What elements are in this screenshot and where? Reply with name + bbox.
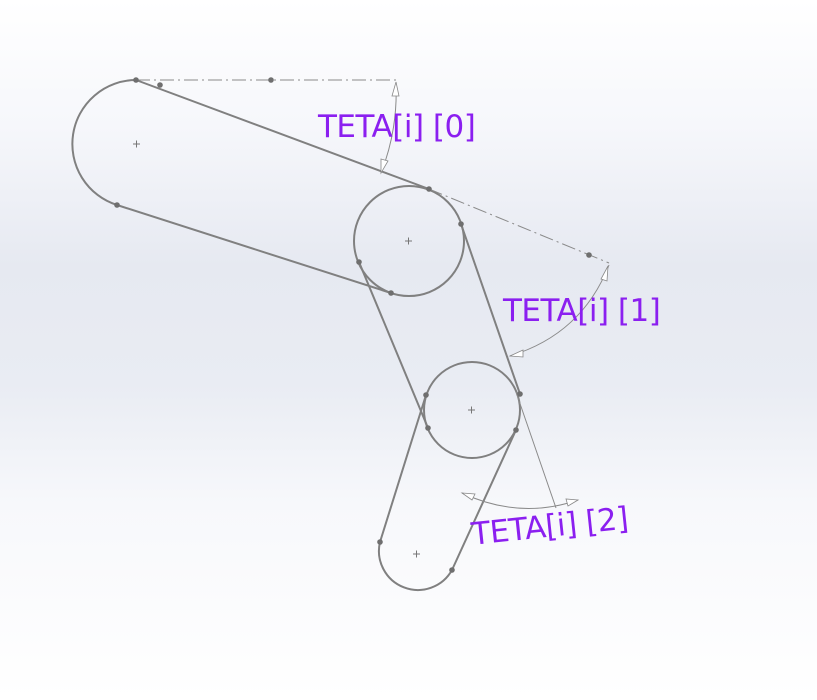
arrowhead-teta2-left — [460, 492, 476, 501]
center-mark-joint2 — [468, 406, 475, 414]
joint-circle-2[interactable] — [423, 361, 521, 459]
center-mark-joint1 — [405, 237, 412, 245]
sketch-point[interactable] — [458, 221, 464, 227]
sketch-point[interactable] — [133, 77, 139, 83]
center-mark-link0 — [133, 140, 140, 148]
sketch-point[interactable] — [114, 202, 120, 208]
link-1-outline[interactable] — [358, 223, 521, 429]
arrowhead-teta2-right — [565, 498, 580, 507]
angle-arc-teta1 — [509, 264, 610, 357]
angle-arc-teta2 — [461, 492, 579, 510]
arrowhead-teta0-top — [391, 81, 400, 97]
sketch-point[interactable] — [586, 252, 592, 258]
dimension-label-teta1[interactable]: TETA[i] [1] — [503, 293, 661, 329]
sketch-point[interactable] — [425, 425, 431, 431]
sketch-point[interactable] — [513, 427, 519, 433]
link-0-outline[interactable] — [71, 79, 430, 294]
arrowhead-teta1-bottom — [508, 349, 524, 358]
reference-line-link1-extension — [515, 391, 557, 509]
arrowhead-teta1-top — [600, 265, 609, 282]
sketch-point[interactable] — [377, 539, 383, 545]
sketch-point[interactable] — [356, 259, 362, 265]
sketch-point[interactable] — [423, 392, 429, 398]
sketch-point[interactable] — [268, 77, 274, 83]
arrowhead-teta0-bottom — [380, 158, 389, 175]
sketch-point[interactable] — [157, 82, 163, 88]
joint-circle-1[interactable] — [353, 185, 465, 297]
reference-line-link0-extension — [428, 188, 610, 264]
link-2-outline[interactable] — [377, 394, 517, 591]
sketch-point[interactable] — [426, 186, 432, 192]
dimension-label-teta0[interactable]: TETA[i] [0] — [318, 109, 476, 145]
sketch-point[interactable] — [388, 290, 394, 296]
sketch-points — [114, 77, 592, 573]
sketch-point[interactable] — [449, 567, 455, 573]
sketch-point[interactable] — [517, 391, 523, 397]
center-mark-link2 — [413, 550, 420, 558]
